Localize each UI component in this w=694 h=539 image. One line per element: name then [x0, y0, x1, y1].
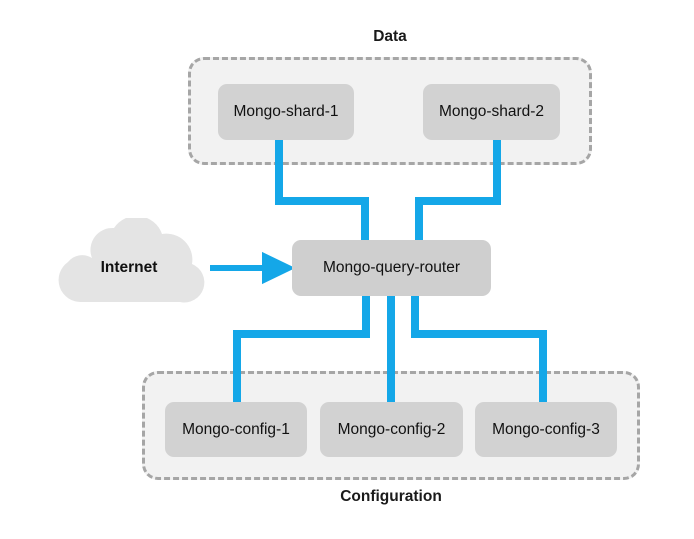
node-mongo-query-router[interactable]: Mongo-query-router	[292, 240, 491, 296]
data-group-label: Data	[373, 28, 407, 45]
node-mongo-shard-1[interactable]: Mongo-shard-1	[218, 84, 354, 140]
node-mongo-config-3[interactable]: Mongo-config-3	[475, 402, 617, 457]
link-shard2-to-router	[415, 136, 501, 243]
internet-cloud-label: Internet	[100, 259, 158, 276]
link-router-to-config1	[233, 294, 370, 405]
link-router-to-config3	[411, 294, 547, 405]
configuration-group-label: Configuration	[340, 488, 442, 505]
node-mongo-shard-2[interactable]: Mongo-shard-2	[423, 84, 560, 140]
internet-cloud-shape	[58, 218, 205, 303]
link-shard1-to-router	[275, 136, 369, 243]
node-mongo-config-2[interactable]: Mongo-config-2	[320, 402, 463, 457]
node-mongo-config-1[interactable]: Mongo-config-1	[165, 402, 307, 457]
